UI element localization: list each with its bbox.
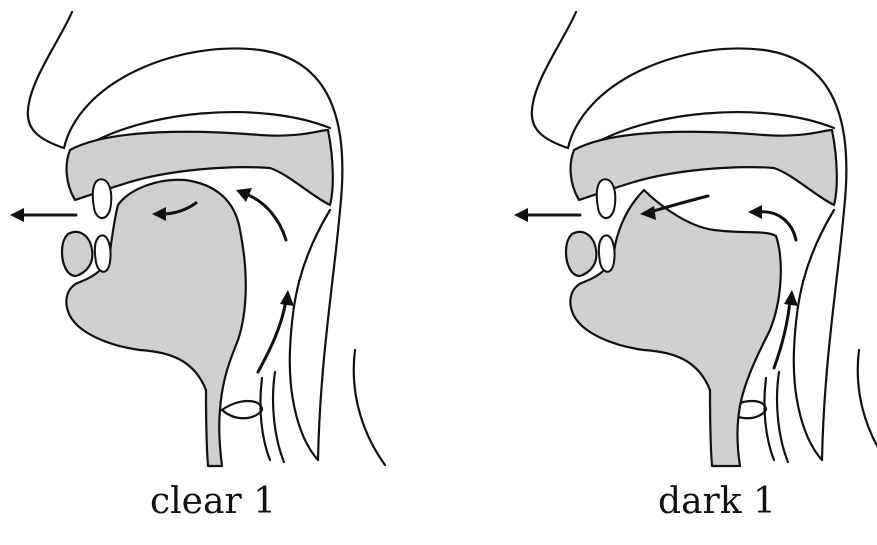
caption-clear-l: clear 1 <box>113 484 313 520</box>
tongue <box>570 190 780 466</box>
diagram-clear-l <box>10 12 385 466</box>
caption-dark-l: dark 1 <box>617 484 817 520</box>
upper-incisor <box>597 179 615 218</box>
diagram-dark-l <box>514 12 877 466</box>
tongue <box>66 180 245 466</box>
lower-incisor <box>599 235 615 271</box>
lower-incisor <box>95 235 111 271</box>
upper-incisor <box>93 179 111 218</box>
